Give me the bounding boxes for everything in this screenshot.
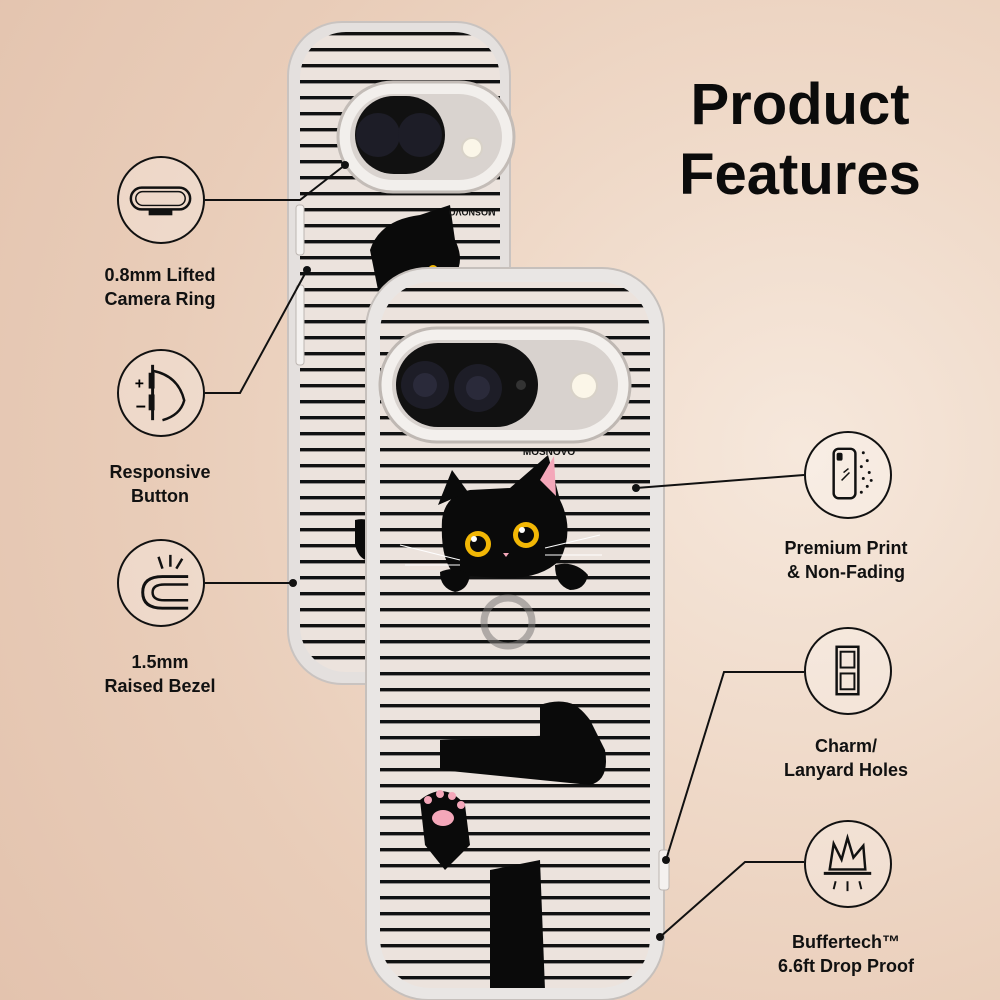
front-brand-text: MOSNOVO xyxy=(523,447,575,458)
cat-peeking xyxy=(399,455,602,592)
cat-paw xyxy=(420,790,470,870)
callout-lines xyxy=(205,164,805,938)
cat-arm xyxy=(440,701,606,785)
premium-print-label: Premium Print& Non-Fading xyxy=(784,538,908,582)
drop-proof-icon xyxy=(804,820,892,908)
back-phone-case: MOSNOVO xyxy=(287,21,516,685)
cat-body-bottom xyxy=(490,860,545,988)
camera-ring-icon xyxy=(117,156,205,244)
product-features-title: Product Features xyxy=(640,70,960,210)
responsive-button-icon: +− xyxy=(117,349,205,437)
back-brand-text: MOSNOVO xyxy=(448,207,495,217)
svg-text:−: − xyxy=(136,396,146,416)
svg-text:+: + xyxy=(135,376,144,393)
title-line-1: Product xyxy=(690,72,910,137)
callout-dots xyxy=(289,161,670,941)
title-line-2: Features xyxy=(679,142,921,207)
front-phone-case: MOSNOVO xyxy=(365,267,670,1000)
lanyard-holes-label: Charm/Lanyard Holes xyxy=(783,736,909,780)
raised-bezel-icon xyxy=(117,539,205,627)
lanyard-holes-icon xyxy=(804,627,892,715)
premium-print-icon xyxy=(804,431,892,519)
